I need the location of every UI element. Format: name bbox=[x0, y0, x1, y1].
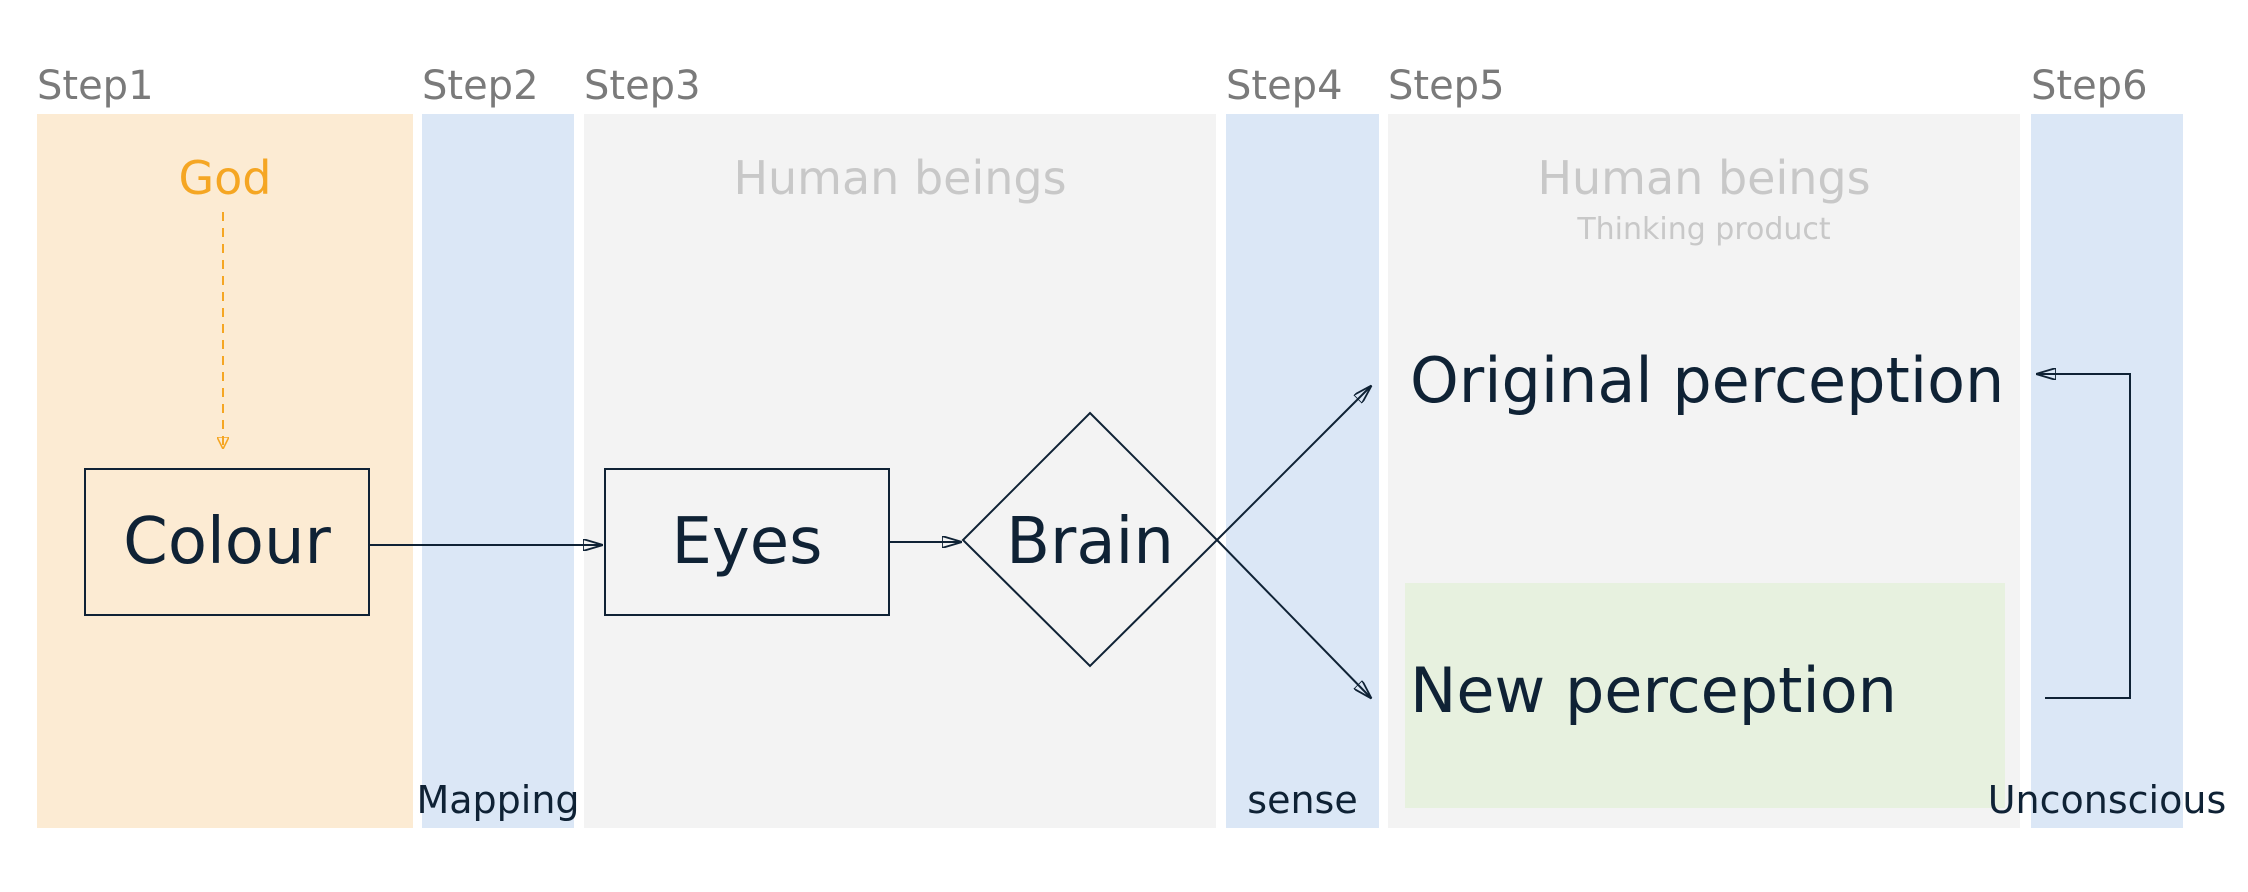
feedback-loop-arrow bbox=[2037, 374, 2131, 699]
mapping-label: Mapping bbox=[416, 778, 580, 822]
sense-label: sense bbox=[1247, 778, 1358, 822]
human-beings-title-2: Human beings bbox=[1537, 151, 1871, 205]
step2-label: Step2 bbox=[422, 63, 539, 109]
step4-label: Step4 bbox=[1226, 63, 1343, 109]
brain-diamond bbox=[961, 411, 1219, 668]
human-beings-title-1: Human beings bbox=[733, 151, 1067, 205]
step1-label: Step1 bbox=[37, 63, 154, 109]
colour-node-label: Colour bbox=[123, 505, 331, 579]
brain-to-new-arrow bbox=[1216, 539, 1371, 698]
thinking-product-subtitle: Thinking product bbox=[1577, 212, 1831, 247]
step3-panel bbox=[584, 114, 1216, 828]
brain-node-label: Brain bbox=[1006, 505, 1174, 579]
new-perception-box bbox=[1405, 583, 2005, 808]
unconscious-label: Unconscious bbox=[1987, 778, 2227, 822]
step5-label: Step5 bbox=[1388, 63, 1505, 109]
step6-panel bbox=[2031, 114, 2183, 828]
original-perception-label: Original perception bbox=[1410, 344, 2005, 417]
brain-to-original-arrow bbox=[1216, 386, 1371, 541]
new-perception-label: New perception bbox=[1410, 654, 1897, 727]
step6-label: Step6 bbox=[2031, 63, 2148, 109]
step3-label: Step3 bbox=[584, 63, 701, 109]
colour-box bbox=[84, 468, 370, 616]
eyes-node-label: Eyes bbox=[671, 505, 823, 579]
step4-panel bbox=[1226, 114, 1379, 828]
step1-panel bbox=[37, 114, 413, 828]
step2-panel bbox=[422, 114, 574, 828]
god-title: God bbox=[178, 151, 272, 205]
